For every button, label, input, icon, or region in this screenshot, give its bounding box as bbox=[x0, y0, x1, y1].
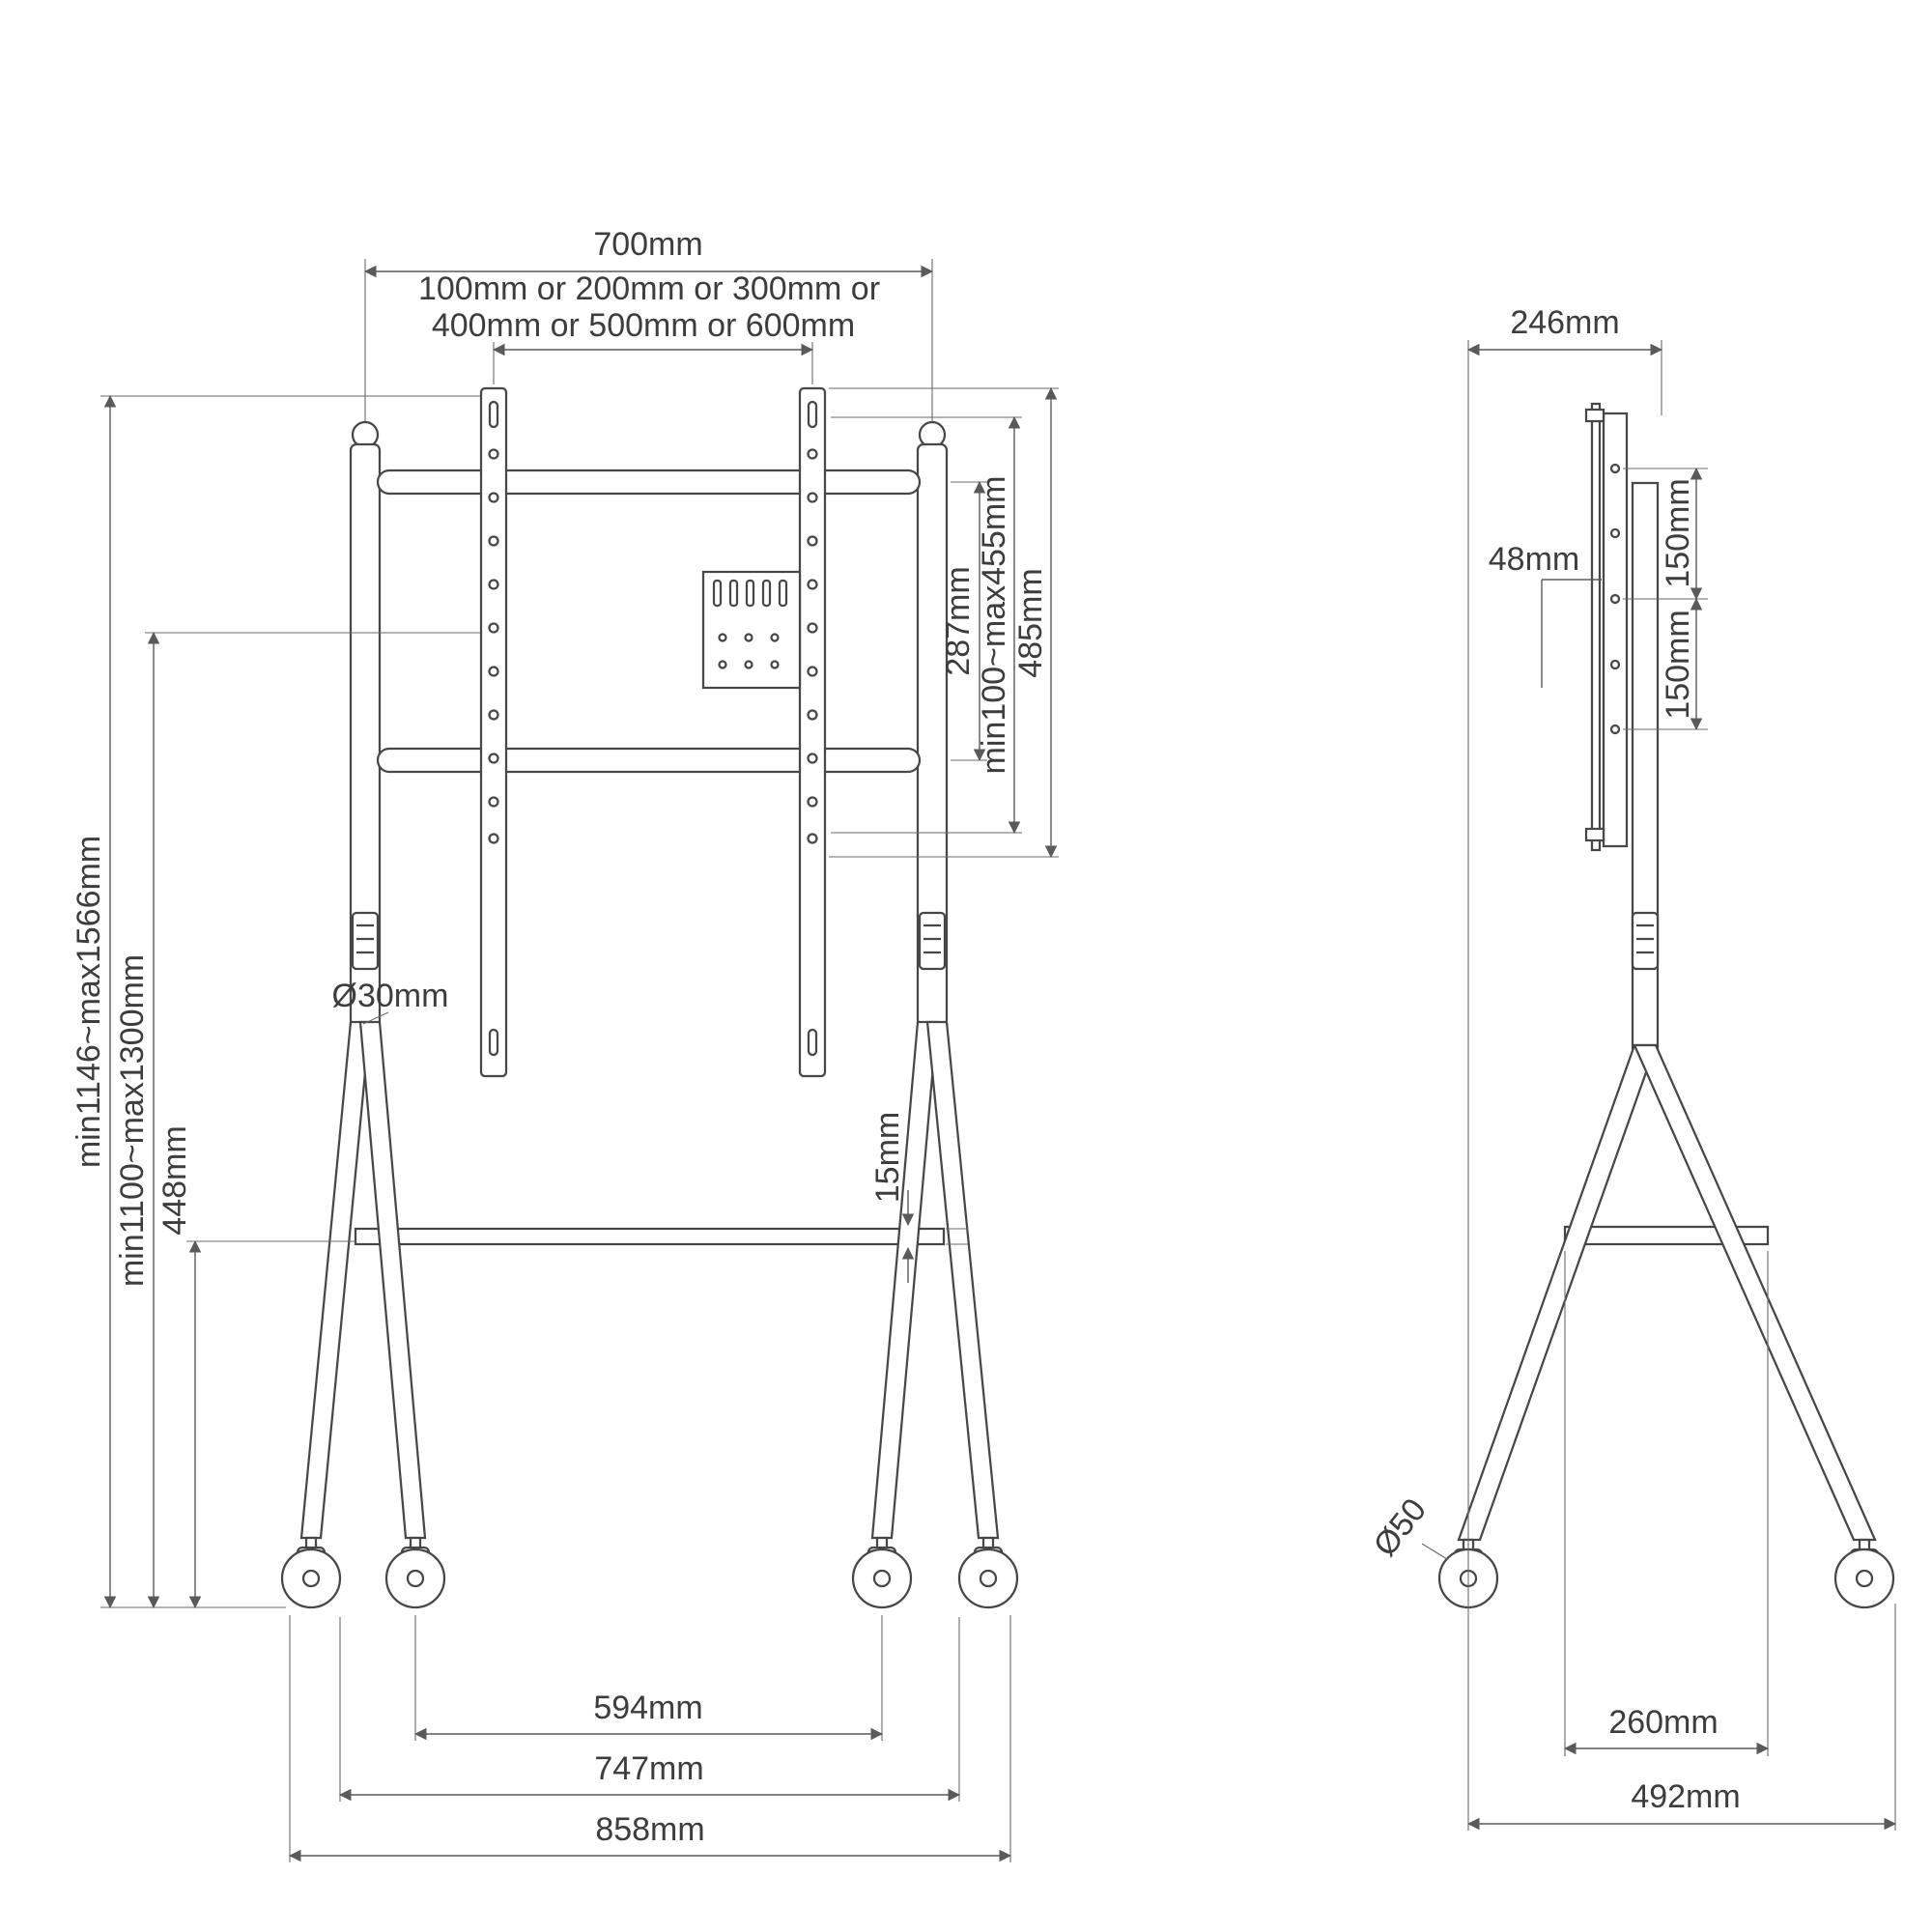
vesa-rail-left-holes bbox=[488, 400, 499, 1057]
dim-858mm bbox=[288, 1615, 1012, 1862]
dim-vesa-vertical-upper-label: 150mm bbox=[1660, 478, 1696, 587]
front-view: 700mm 100mm or 200mm or 300mm or 400mm o… bbox=[71, 226, 1059, 1862]
dim-shelf-height-label: 448mm bbox=[156, 1125, 193, 1235]
crossbar-lower bbox=[376, 747, 922, 774]
dim-594mm bbox=[413, 1615, 884, 1741]
caster-right-inner bbox=[851, 1536, 913, 1609]
dim-bracket-offset-label: 48mm bbox=[1489, 541, 1579, 578]
accessory-plate bbox=[701, 570, 802, 690]
dim-height-inner-label: min1100~max1300mm bbox=[114, 954, 151, 1287]
side-view: 246mm 48mm 150mm 150mm Ø50 260mm 492mm bbox=[1367, 304, 1897, 1831]
dim-150mm-pair bbox=[1623, 467, 1708, 731]
dim-vesa-vertical-lower-label: 150mm bbox=[1660, 610, 1696, 719]
dim-bracket-height-label: 485mm bbox=[1012, 568, 1049, 677]
dim-bar-spacing-label: 287mm bbox=[940, 566, 977, 675]
dim-height-outer-label: min1146~max1566mm bbox=[71, 836, 107, 1168]
leg-left-outer bbox=[299, 1020, 372, 1540]
dim-246mm bbox=[1466, 340, 1663, 1831]
dim-287mm bbox=[951, 480, 987, 762]
caster-left-outer bbox=[280, 1536, 342, 1609]
dim-width-inner-label: 594mm bbox=[593, 1690, 702, 1726]
dim-vesa-height-range bbox=[831, 415, 1022, 835]
dim-vesa-height-range-label: min100~max455mm bbox=[976, 476, 1012, 775]
dim-caster-diameter-label: Ø50 bbox=[1367, 1492, 1435, 1563]
shelf bbox=[354, 1227, 946, 1246]
dim-depth-bottom-label: 492mm bbox=[1631, 1778, 1740, 1815]
leg-left-inner bbox=[358, 1020, 427, 1540]
dim-width-top-label: 700mm bbox=[593, 226, 702, 263]
dim-width-outer-label: 858mm bbox=[595, 1811, 704, 1848]
cable-clip-side bbox=[1631, 911, 1660, 971]
front-view-labels: 700mm 100mm or 200mm or 300mm or 400mm o… bbox=[71, 226, 1049, 1848]
dim-700mm bbox=[363, 259, 934, 421]
dim-747mm bbox=[338, 1617, 961, 1802]
dim-492mm bbox=[1466, 1604, 1897, 1831]
leg-right-outer bbox=[925, 1020, 1000, 1540]
vesa-rail-left bbox=[479, 386, 508, 1078]
leg-front-side bbox=[1457, 1043, 1658, 1542]
dim-448mm bbox=[186, 1239, 355, 1609]
cable-clip-left bbox=[351, 911, 380, 971]
dim-260mm bbox=[1563, 1251, 1770, 1756]
dim-vesa-width bbox=[492, 342, 814, 384]
vesa-rail-right-holes bbox=[807, 400, 818, 1057]
vesa-rail-right bbox=[798, 386, 827, 1078]
dim-shelf-thickness-label: 15mm bbox=[869, 1112, 906, 1203]
side-view-labels: 246mm 48mm 150mm 150mm Ø50 260mm 492mm bbox=[1367, 304, 1741, 1815]
dim-485mm bbox=[829, 386, 1059, 859]
caster-left-inner bbox=[384, 1536, 446, 1609]
mount-clamp-bottom bbox=[1584, 827, 1605, 842]
caster-right-outer bbox=[957, 1536, 1019, 1609]
mount-plate-holes bbox=[1609, 463, 1621, 735]
crossbar-upper bbox=[376, 469, 922, 496]
dim-caster-diameter bbox=[1421, 1543, 1448, 1560]
display-panel-edge bbox=[1590, 402, 1602, 852]
caster-rear-side bbox=[1833, 1538, 1895, 1609]
mount-plate-side bbox=[1602, 412, 1629, 848]
leg-right-inner bbox=[870, 1020, 939, 1540]
dim-pole-diameter bbox=[362, 1011, 389, 1025]
dim-width-mid-label: 747mm bbox=[594, 1750, 703, 1787]
dim-vesa-width-label-line1: 100mm or 200mm or 300mm or bbox=[418, 270, 880, 307]
leg-rear-side bbox=[1633, 1043, 1877, 1542]
dim-height-inner bbox=[145, 631, 480, 1609]
mount-hook-top bbox=[1584, 408, 1605, 423]
dim-48mm bbox=[1541, 579, 1602, 688]
dim-depth-inner-label: 260mm bbox=[1608, 1704, 1718, 1741]
dim-vesa-width-label-line2: 400mm or 500mm or 600mm bbox=[432, 307, 855, 344]
dim-depth-top-label: 246mm bbox=[1510, 304, 1619, 341]
dim-pole-diameter-label: Ø30mm bbox=[332, 978, 449, 1014]
cable-clip-right bbox=[918, 911, 947, 971]
dim-15mm bbox=[901, 1190, 968, 1283]
